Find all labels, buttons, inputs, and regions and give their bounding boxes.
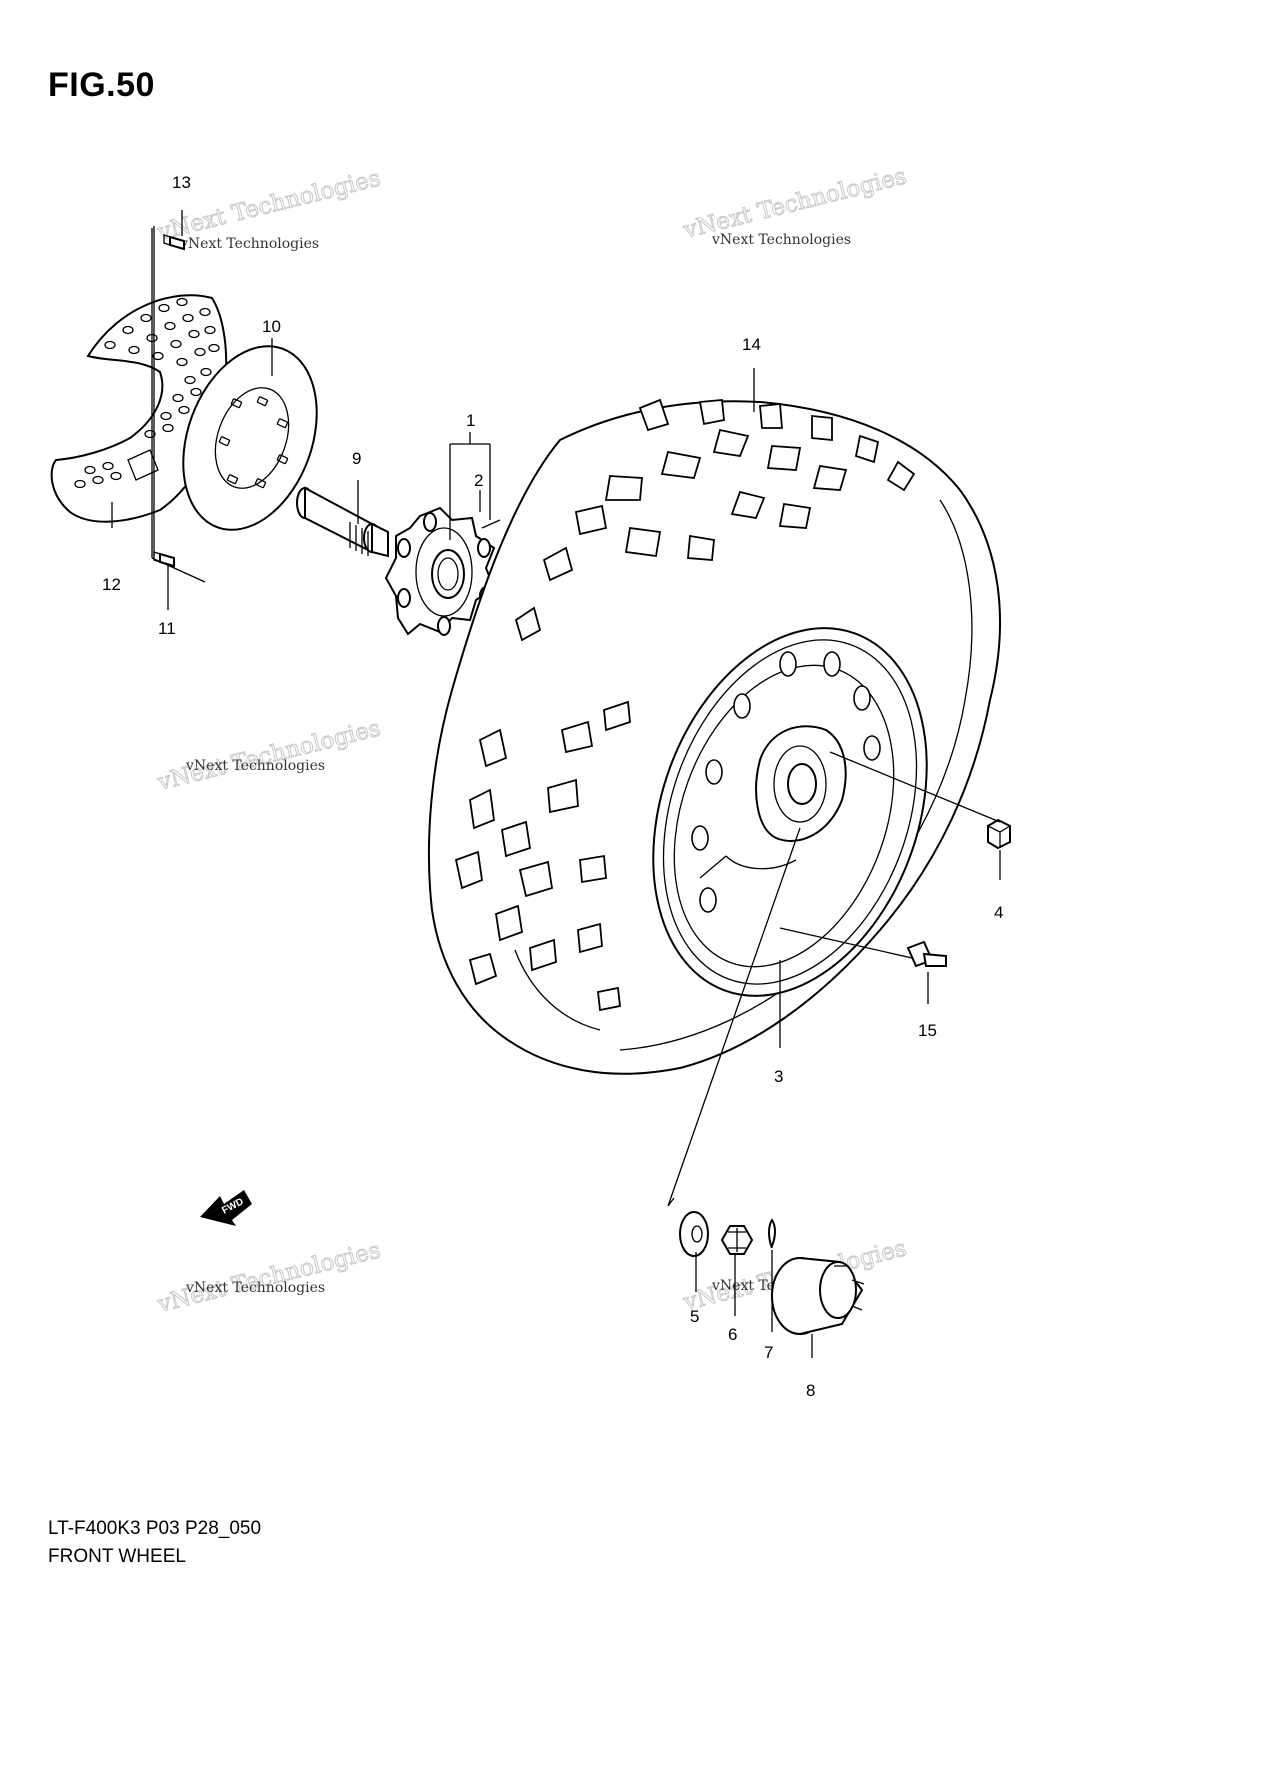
- callout-1: 1: [466, 411, 475, 430]
- watermark-text: vNext Technologies: [185, 1280, 325, 1296]
- callout-6: 6: [728, 1325, 737, 1344]
- wheel-rim: [652, 627, 928, 997]
- callout-2: 2: [474, 471, 483, 490]
- tire-valve: [906, 940, 947, 968]
- watermark-text: vNext Technologies: [154, 1237, 383, 1318]
- section-name: FRONT WHEEL: [48, 1546, 186, 1567]
- figure-title: FIG.50: [48, 66, 155, 104]
- watermark-text: vNext Technologies: [179, 236, 319, 252]
- leader-lines: [111, 210, 1001, 1358]
- watermark-text: vNext Technologies: [185, 758, 325, 774]
- callout-3: 3: [774, 1067, 783, 1086]
- cover-bolt-upper: [163, 234, 185, 251]
- callout-labels: 1 2 3 4 5 6 7 8 9 10 11 12 13 14 15: [102, 173, 1003, 1400]
- callout-14: 14: [742, 335, 761, 354]
- forward-direction-arrow: FWD: [200, 1190, 252, 1226]
- wheel-axle-shaft: [296, 486, 389, 558]
- watermark-text: vNext Technologies: [154, 715, 383, 796]
- callout-12: 12: [102, 575, 121, 594]
- callout-4: 4: [994, 903, 1003, 922]
- hub-cap: [771, 1257, 865, 1335]
- callout-15: 15: [918, 1021, 937, 1040]
- callout-8: 8: [806, 1381, 815, 1400]
- callout-7: 7: [764, 1343, 773, 1362]
- washer: [679, 1211, 709, 1257]
- cotter-pin: [768, 1218, 776, 1249]
- brake-disc: [182, 345, 318, 531]
- callout-10: 10: [262, 317, 281, 336]
- castle-nut: [720, 1225, 754, 1255]
- callout-9: 9: [352, 449, 361, 468]
- model-code: LT-F400K3 P03 P28_050: [48, 1518, 262, 1539]
- callout-13: 13: [172, 173, 191, 192]
- callout-5: 5: [690, 1307, 699, 1326]
- watermark-text: vNext Technologies: [711, 232, 851, 248]
- wheel-nut: [987, 818, 1011, 850]
- callout-11: 11: [158, 619, 176, 638]
